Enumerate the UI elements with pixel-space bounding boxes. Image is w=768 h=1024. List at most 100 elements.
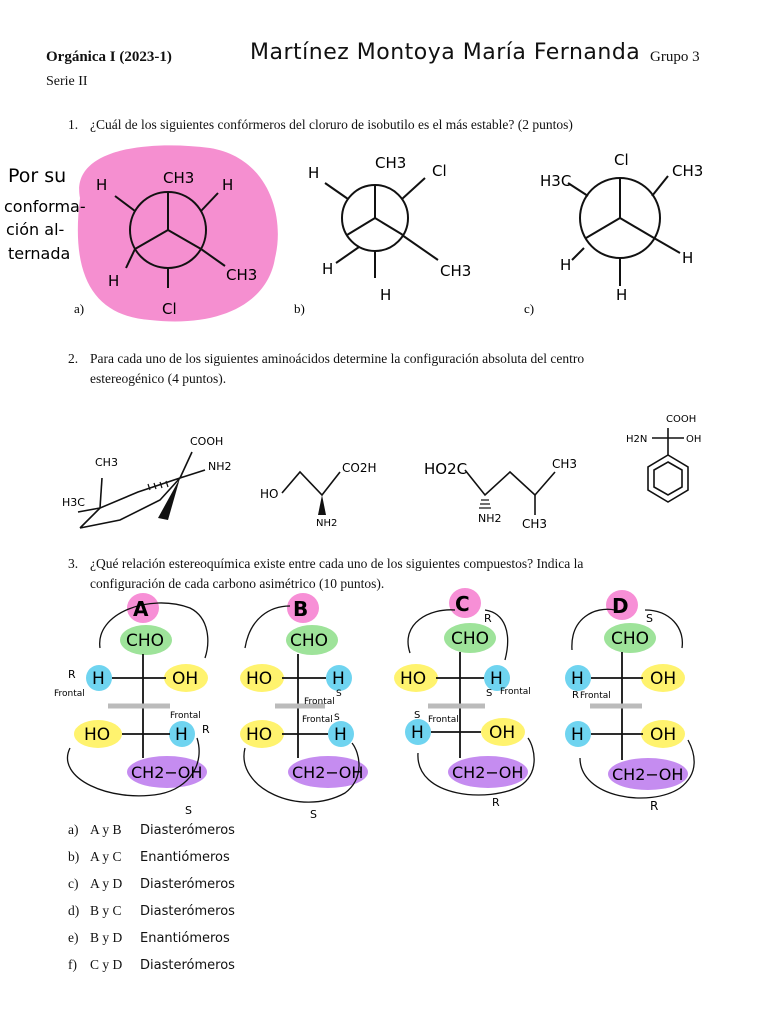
question-number: 3. xyxy=(68,556,79,571)
B-bottom: CH2−OH xyxy=(292,763,363,782)
mol2-skeleton xyxy=(281,470,341,497)
C-left1: HO xyxy=(400,669,426,689)
B-conf2: S xyxy=(334,713,340,723)
newman-c-top-right: CH3 xyxy=(672,162,703,180)
label-c: c) xyxy=(524,301,534,316)
C-top: CHO xyxy=(451,629,489,649)
C-rot2: R xyxy=(492,796,500,809)
newman-a xyxy=(114,191,226,288)
newman-a-top: CH3 xyxy=(163,169,194,187)
D-left2: H xyxy=(571,725,584,745)
option-answer: Enantiómeros xyxy=(140,850,230,865)
D-conf1: R xyxy=(572,690,579,701)
option-pair: A y B xyxy=(90,822,122,837)
newman-b-top-left: H xyxy=(308,164,319,182)
D-rot1: S xyxy=(646,612,653,625)
note-line-4: ternada xyxy=(8,244,70,263)
A-left1: H xyxy=(92,669,105,689)
mol2-ho: HO xyxy=(260,487,278,501)
newman-a-top-right: H xyxy=(222,176,233,194)
newman-a-bottom-left: H xyxy=(108,272,119,290)
A-conf2: R xyxy=(202,723,210,736)
question-text: ¿Cuál de los siguientes confórmeros del … xyxy=(90,117,573,132)
B-frontal1: Frontal xyxy=(304,697,335,707)
q3-fischer-projections: A CHO H OH HO H CH2−OH R R Frontal Front… xyxy=(54,588,695,821)
newman-b-bottom-left: H xyxy=(322,260,333,278)
D-right2: OH xyxy=(650,725,676,745)
label-a: a) xyxy=(74,301,84,316)
student-name: Martínez Montoya María Fernanda xyxy=(250,40,641,65)
mol2-co2h: CO2H xyxy=(342,461,376,475)
mol1-nh2: NH2 xyxy=(208,460,232,473)
mol3-ch3-top: CH3 xyxy=(552,457,577,471)
q1-figures: Por su conforma- ción al- ternada CH3 H … xyxy=(4,145,703,322)
mol3-nh2: NH2 xyxy=(478,512,502,525)
D-top: CHO xyxy=(611,629,649,649)
option-answer: Diasterómeros xyxy=(140,877,235,892)
B-right1: H xyxy=(332,669,345,689)
C-left2: H xyxy=(411,723,424,743)
letter-A: A xyxy=(133,597,149,621)
question-text-line-2: estereogénico (4 puntos). xyxy=(90,371,227,386)
option-answer: Diasterómeros xyxy=(140,823,235,838)
B-rot2: S xyxy=(310,808,317,821)
newman-b-bottom-right: CH3 xyxy=(440,262,471,280)
A-conf1: R xyxy=(68,668,76,681)
question-text-line-1: Para cada uno de los siguientes aminoáci… xyxy=(90,351,585,366)
label-b: b) xyxy=(294,301,305,316)
newman-c-top: Cl xyxy=(614,151,629,169)
question-3: 3. ¿Qué relación estereoquímica existe e… xyxy=(68,555,728,595)
option-label: f) xyxy=(68,957,77,972)
D-right1: OH xyxy=(650,669,676,689)
D-left1: H xyxy=(571,669,584,689)
option-pair: B y C xyxy=(90,903,122,918)
B-left2: HO xyxy=(246,725,272,745)
note-line-1: Por su xyxy=(8,165,66,187)
newman-b xyxy=(324,177,439,278)
B-left1: HO xyxy=(246,669,272,689)
question-number: 2. xyxy=(68,351,79,366)
A-right1: OH xyxy=(172,669,198,689)
newman-b-top-right: Cl xyxy=(432,162,447,180)
option-pair: C y D xyxy=(90,957,123,972)
A-bottom: CH2−OH xyxy=(131,763,202,782)
mol1-cooh: COOH xyxy=(190,435,223,448)
mol4-h2n: H2N xyxy=(626,434,647,445)
newman-b-top: CH3 xyxy=(375,154,406,172)
C-conf2: S xyxy=(414,710,420,721)
note-line-2: conforma- xyxy=(4,197,86,216)
question-2: 2. Para cada uno de los siguientes amino… xyxy=(68,350,728,390)
C-frontal2: Frontal xyxy=(428,715,459,725)
mol4-oh: OH xyxy=(686,434,701,445)
q2-figures: COOH NH2 CH3 H3C HO CO2H NH2 HO2C CH3 NH… xyxy=(62,414,701,531)
B-top: CHO xyxy=(290,631,328,651)
fischer-D: D CHO H OH H OH CH2−OH R Frontal S R xyxy=(565,590,695,813)
mol4-cooh: COOH xyxy=(666,414,696,425)
newman-c-top-left: H3C xyxy=(540,172,571,190)
option-pair: A y C xyxy=(90,849,122,864)
newman-c-bottom-left: H xyxy=(560,256,571,274)
mol3-hooc: HO2C xyxy=(424,460,467,478)
B-right2: H xyxy=(334,725,347,745)
newman-c xyxy=(567,175,681,286)
mol1-ch3-left: H3C xyxy=(62,496,85,509)
option-label: c) xyxy=(68,876,79,891)
letter-C: C xyxy=(455,592,470,616)
newman-a-bottom: Cl xyxy=(162,300,177,318)
C-conf1: S xyxy=(486,688,492,699)
question-text-line-1: ¿Qué relación estereoquímica existe entr… xyxy=(90,556,584,571)
C-rot1: R xyxy=(484,612,492,625)
option-label: b) xyxy=(68,849,80,864)
option-answer: Enantiómeros xyxy=(140,931,230,946)
option-label: d) xyxy=(68,903,80,918)
C-right1: H xyxy=(490,669,503,689)
option-answer: Diasterómeros xyxy=(140,904,235,919)
C-right2: OH xyxy=(489,723,515,743)
newman-a-bottom-right: CH3 xyxy=(226,266,257,284)
D-frontal1: Frontal xyxy=(580,691,611,701)
hash-bond xyxy=(147,480,169,491)
